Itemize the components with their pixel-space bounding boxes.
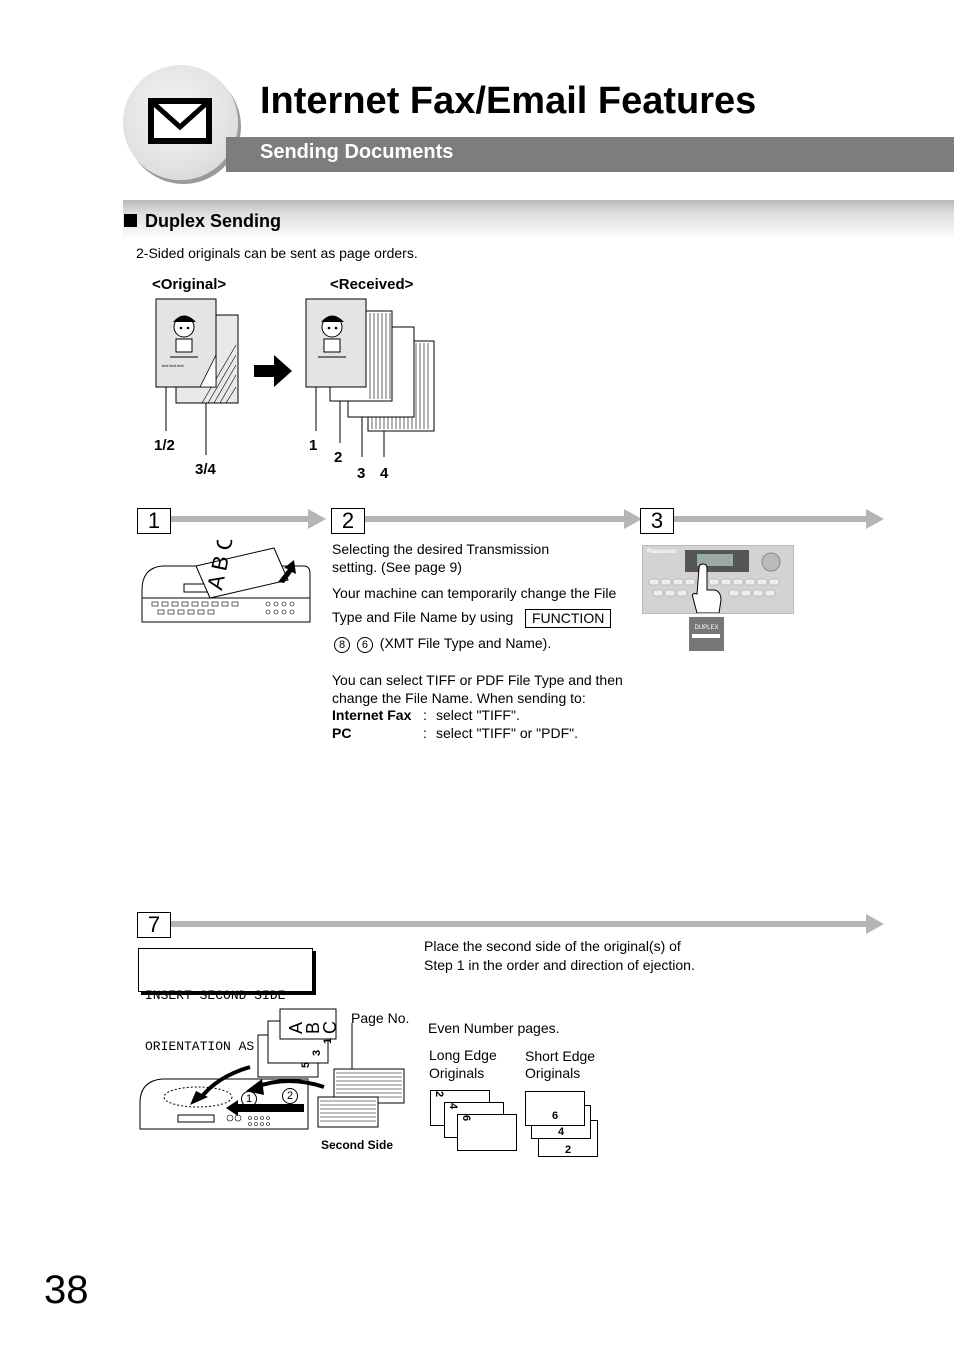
cartoon-figure-icon: text text text <box>162 315 198 368</box>
step2-bar <box>364 516 626 522</box>
step7-bar <box>170 921 868 927</box>
step3-number: 3 <box>640 508 674 534</box>
key-6: 6 <box>356 637 373 653</box>
doc-side-num-5: 5 <box>300 1061 312 1068</box>
doc-side-num-3: 3 <box>311 1049 323 1056</box>
subtitle-band: Sending Documents <box>226 137 954 172</box>
page-number: 38 <box>44 1268 89 1312</box>
duplex-key: DUPLEX <box>689 617 724 651</box>
callout-received-2: 2 <box>334 449 343 466</box>
page-no-label: Page No. <box>351 1010 410 1026</box>
option-pc-value: select "TIFF" or "PDF". <box>436 725 579 741</box>
circled-step-1: 1 <box>241 1089 260 1107</box>
panel-brand: Panasonic <box>647 549 678 555</box>
callout-orig-back: 3/4 <box>195 461 216 478</box>
fax-machine-loading-illustration: A B C <box>141 540 311 623</box>
circled-step-2: 2 <box>282 1086 301 1104</box>
step3-arrow-icon <box>866 509 884 529</box>
section-intro: 2-Sided originals can be sent as page or… <box>136 245 418 261</box>
received-sheets <box>305 298 435 432</box>
step2-para2-line2: change the File Name. When sending to: <box>332 690 586 706</box>
pointing-hand-icon <box>692 563 722 613</box>
option-pc-label: PC <box>332 725 352 741</box>
original-label: <Original> <box>152 276 227 293</box>
second-side-label: Second Side <box>321 1138 394 1152</box>
lined-sheets <box>317 1068 405 1128</box>
step3-bar <box>672 516 868 522</box>
short-edge-page-6: 6 <box>525 1091 585 1126</box>
page-title: Internet Fax/Email Features <box>260 80 757 122</box>
control-panel: Panasonic <box>642 545 794 614</box>
function-key: FUNCTION <box>525 609 612 628</box>
bullet-square-icon <box>124 214 137 227</box>
envelope-icon <box>148 98 212 144</box>
duplex-page-order-illustration: text text text <box>155 298 435 457</box>
step1-bar <box>170 516 310 522</box>
step2-line3: Your machine can temporarily change the … <box>332 585 617 601</box>
callout-received-3: 3 <box>357 465 366 482</box>
step1-arrow-icon <box>308 509 326 529</box>
long-edge-page-6: 6 <box>457 1114 517 1151</box>
key-note: (XMT File Type and Name). <box>379 635 552 651</box>
step2-line4: Type and File Name by using <box>332 609 514 625</box>
section-band <box>123 200 954 240</box>
step1-number: 1 <box>137 508 171 534</box>
option-internet-fax-value: select "TIFF". <box>436 707 520 723</box>
received-label: <Received> <box>330 276 414 293</box>
page-subtitle: Sending Documents <box>260 141 454 163</box>
second-side-loading-illustration <box>139 1008 405 1130</box>
step7-instr-line2: Step 1 in the order and direction of eje… <box>424 957 695 973</box>
short-edge-label-1: Short Edge <box>525 1048 596 1064</box>
step2-key-row: 8 6 (XMT File Type and Name). <box>334 635 551 653</box>
callout-received-1: 1 <box>309 437 318 454</box>
lcd-line1: INSERT SECOND SIDE <box>145 988 286 1003</box>
even-pages-label: Even Number pages. <box>428 1020 560 1036</box>
option-internet-fax-label: Internet Fax <box>332 707 412 723</box>
step7-instr-line1: Place the second side of the original(s)… <box>424 938 681 954</box>
step2-para2-line1: You can select TIFF or PDF File Type and… <box>332 672 623 688</box>
header-icon-circle <box>123 65 238 180</box>
callout-received-4: 4 <box>380 465 389 482</box>
option-internet-fax-sep: : <box>423 707 427 723</box>
svg-text:text text text: text text text <box>162 363 184 368</box>
step7-number: 7 <box>137 912 171 938</box>
doc-letter-c: C <box>320 1021 340 1034</box>
callout-orig-front: 1/2 <box>154 437 175 454</box>
long-edge-label-2: Originals <box>429 1065 485 1081</box>
right-arrow-icon <box>254 355 292 387</box>
step2-line1: Selecting the desired Transmission <box>332 541 550 557</box>
option-pc-sep: : <box>423 725 427 741</box>
step2-number: 2 <box>331 508 365 534</box>
doc-side-num-1: 1 <box>322 1037 334 1044</box>
short-edge-label-2: Originals <box>525 1065 581 1081</box>
step7-arrow-icon <box>866 914 884 934</box>
step2-line2: setting. (See page 9) <box>332 559 462 575</box>
step2-arrow-icon <box>624 509 642 529</box>
key-8: 8 <box>334 637 350 653</box>
long-edge-label-1: Long Edge <box>429 1047 497 1063</box>
lcd-display: INSERT SECOND SIDE ORIENTATION AS IS <box>138 948 313 1054</box>
section-title: Duplex Sending <box>124 211 281 232</box>
